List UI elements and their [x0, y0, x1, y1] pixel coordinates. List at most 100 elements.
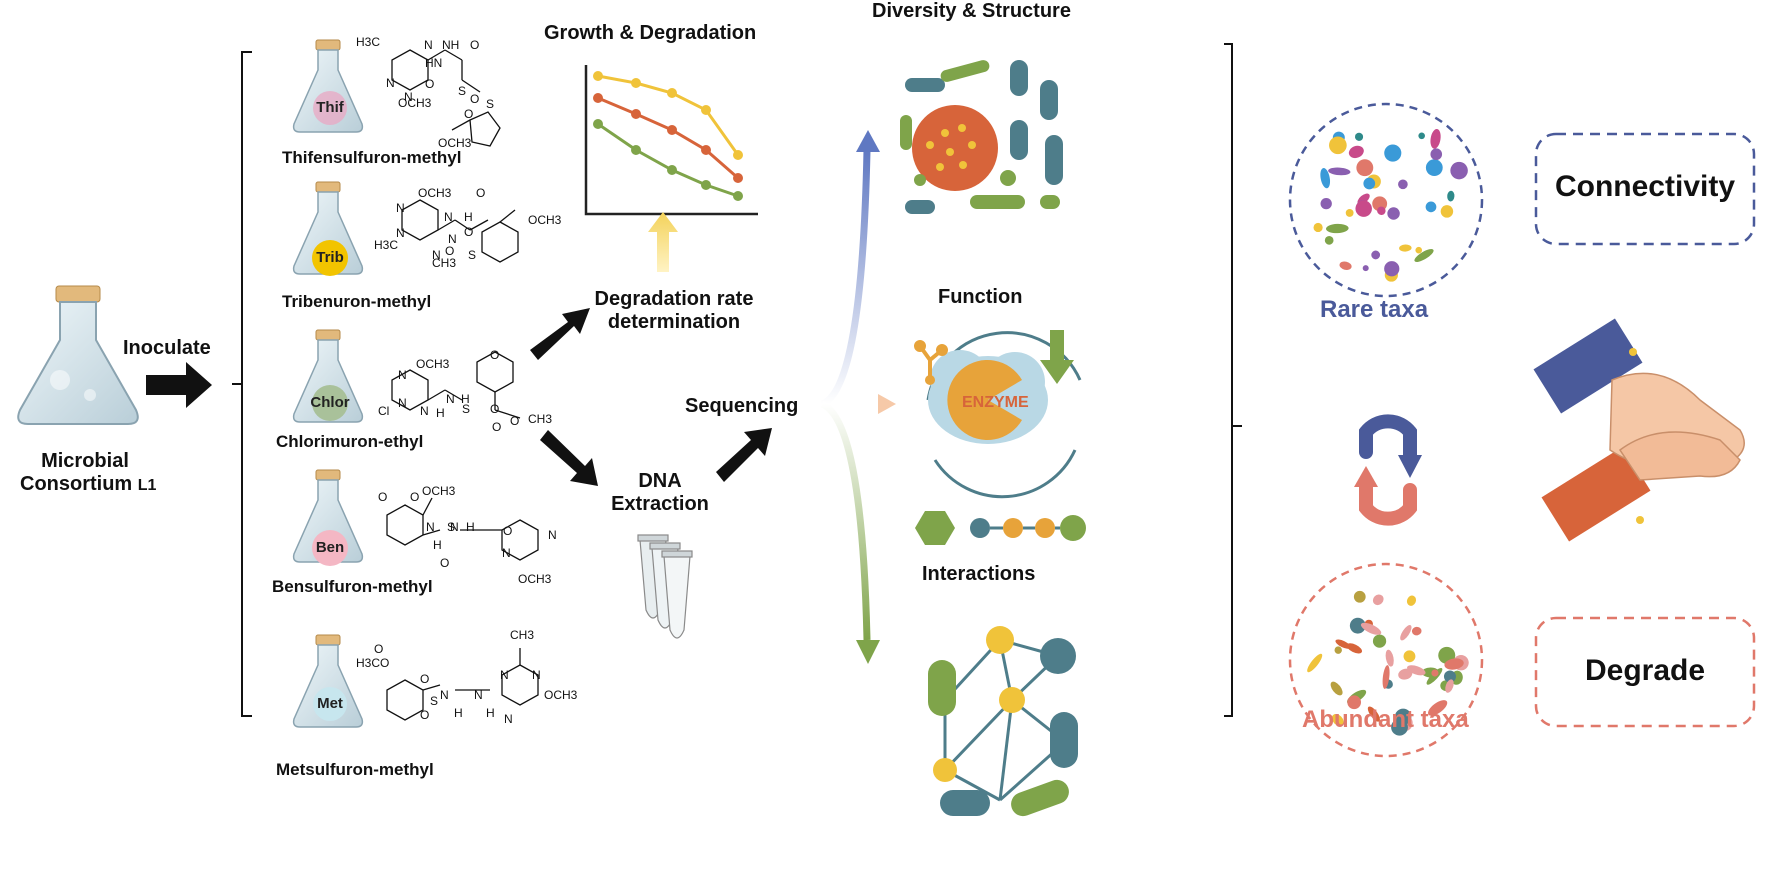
- chart-point: [631, 145, 641, 155]
- microbe-shape: [1360, 622, 1382, 635]
- enzyme-icon: [914, 330, 1086, 545]
- function-label: Function: [938, 286, 1023, 308]
- microbe-shape: [1334, 646, 1342, 654]
- herbicide-name-ben: Bensulfuron-methyl: [272, 577, 433, 596]
- microbe-shape: [1330, 681, 1343, 696]
- consortium-line1: Microbial: [41, 450, 129, 472]
- microbe-shape: [1363, 177, 1376, 190]
- chart-point: [593, 93, 603, 103]
- microbe-shape: [1372, 594, 1384, 606]
- microbe-shape: [1313, 222, 1323, 233]
- sequencing-arrows: [820, 130, 896, 664]
- chem-atom-label: H: [454, 706, 463, 720]
- microbe-shape: [1339, 261, 1352, 270]
- microbe-shape: [1403, 650, 1416, 663]
- flask-abbr-trib: Trib: [316, 249, 344, 266]
- black-arrows: [530, 308, 772, 486]
- microbe-shape: [1398, 668, 1413, 680]
- chem-atom-label: H: [433, 538, 442, 552]
- chem-atom-label: N: [502, 546, 511, 560]
- chem-atom-label: O: [464, 107, 474, 121]
- microbe-shape: [1345, 208, 1354, 217]
- microbe-shape: [1331, 714, 1344, 726]
- microbe-shape: [1415, 246, 1423, 254]
- chem-atom-label: H: [466, 520, 475, 534]
- chem-atom-label: S: [430, 694, 439, 708]
- microbe-shape: [1384, 261, 1400, 277]
- chem-atom-label: O: [476, 186, 486, 200]
- chart-point: [631, 109, 641, 119]
- chem-atom-label: N: [398, 396, 407, 410]
- chem-atom-label: CH3: [432, 256, 457, 270]
- chem-atom-label: OCH3: [418, 186, 452, 200]
- chem-atom-label: N: [420, 404, 429, 418]
- microbe-shape: [1307, 653, 1323, 673]
- chem-atom-label: N: [396, 226, 405, 240]
- chem-atom-label: CH3: [510, 628, 535, 642]
- abundant-taxa-label: Abundant taxa: [1302, 706, 1469, 733]
- abundant-microbes-icon: [1288, 562, 1484, 758]
- chem-atom-label: N: [440, 688, 449, 702]
- chem-atom-label: HN: [425, 56, 443, 70]
- chem-atom-label: N: [444, 210, 453, 224]
- microbe-shape: [1348, 145, 1364, 159]
- microbe-shape: [1320, 197, 1332, 210]
- chem-atom-label: O: [440, 556, 450, 570]
- chart-point: [701, 180, 711, 190]
- degrade-box: [1534, 616, 1756, 728]
- chem-atom-label: N: [386, 76, 395, 90]
- chem-atom-label: OCH3: [528, 213, 562, 227]
- microbe-shape: [1372, 634, 1387, 648]
- microbe-shape: [1428, 700, 1448, 716]
- left-bracket: [241, 51, 252, 717]
- chem-atom-label: N: [548, 528, 557, 542]
- chem-atom-label: O: [470, 92, 480, 106]
- chem-atom-label: N: [432, 248, 441, 262]
- microbe-shape: [1445, 679, 1454, 693]
- microbe-shape: [1444, 658, 1464, 670]
- microbe-shape: [1354, 132, 1364, 141]
- microbe-shape: [1400, 625, 1412, 641]
- chem-atom-label: S: [447, 520, 456, 534]
- microbes-icon: [900, 60, 1063, 214]
- flask-abbr-thif: Thif: [316, 99, 344, 116]
- herbicide-name-met: Metsulfuron-methyl: [276, 760, 434, 779]
- chart-point: [733, 191, 743, 201]
- sequencing-label: Sequencing: [685, 395, 799, 417]
- microbe-shape: [1394, 708, 1412, 726]
- microbe-shape: [1349, 617, 1366, 634]
- microbe-shape: [1414, 249, 1434, 262]
- microbe-shape: [1407, 665, 1426, 676]
- connectivity-box: [1534, 132, 1756, 246]
- line-chart-icon: [584, 65, 758, 216]
- chem-atom-label: N: [500, 668, 509, 682]
- chem-atom-label: N: [426, 520, 435, 534]
- chem-atom-label: N: [450, 520, 459, 534]
- chart-point: [667, 165, 677, 175]
- chem-atom-label: N: [474, 688, 483, 702]
- consortium-label: Microbial Consortium L1: [20, 450, 156, 496]
- chem-atom-label: O: [410, 490, 420, 504]
- microbe-shape: [1382, 665, 1390, 689]
- microbe-shape: [1335, 639, 1351, 649]
- chart-point: [667, 125, 677, 135]
- microbe-shape: [1324, 236, 1334, 245]
- inoculate-arrow-icon: [146, 362, 212, 408]
- chem-atom-label: N: [424, 38, 433, 52]
- chem-atom-label: O: [470, 38, 480, 52]
- chart-point: [733, 150, 743, 160]
- microbe-shape: [1399, 244, 1412, 252]
- chem-atom-label: S: [486, 97, 495, 111]
- cycle-icon: [1354, 414, 1422, 526]
- chem-atom-label: O: [503, 524, 513, 538]
- microbe-shape: [1398, 179, 1408, 190]
- microbe-shape: [1411, 626, 1422, 636]
- microbe-shape: [1447, 190, 1455, 202]
- microbe-shape: [1347, 695, 1362, 710]
- chem-atom-label: N: [504, 712, 513, 726]
- microbe-shape: [1356, 159, 1374, 177]
- microbe-shape: [1355, 200, 1372, 217]
- chem-atom-label: OCH3: [398, 96, 432, 110]
- chem-structures: [386, 49, 539, 721]
- tubes-icon: [637, 534, 693, 639]
